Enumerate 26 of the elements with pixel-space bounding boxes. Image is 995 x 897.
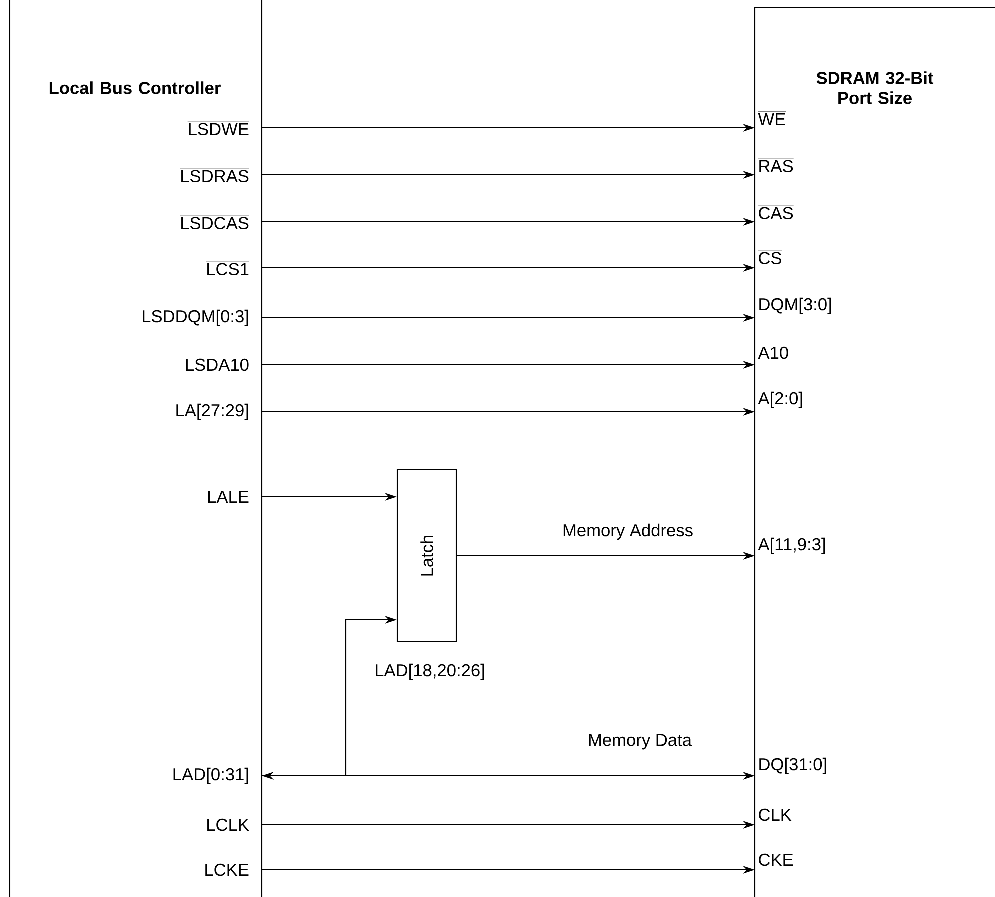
latch-box: Latch [396, 469, 458, 643]
pin-label: WE [758, 111, 786, 126]
pin-label: LSDWE [188, 121, 250, 136]
pin-label: LCLK [208, 818, 250, 832]
pin-label: CAS [758, 205, 794, 220]
pin-label: CS [758, 250, 783, 264]
edge-label: LAD[18,20:26] [372, 661, 488, 683]
pin-label: LSDRAS [180, 168, 250, 182]
pin-label: LALE [208, 491, 249, 503]
pin-label: LSDDQM[0:3] [143, 310, 248, 326]
pin-label: CKE [759, 854, 794, 866]
pin-label: LA[27:29] [176, 404, 248, 420]
pin-label: CLK [759, 808, 792, 822]
pin-label: LAD[0:31] [174, 768, 248, 784]
pin-label: A[11,9:3] [758, 538, 826, 554]
pin-label: LSDA10 [186, 358, 249, 372]
edge-label: Memory Data [585, 732, 695, 752]
pin-label: LCS1 [206, 261, 250, 276]
pin-label: LCKE [206, 864, 249, 876]
pin-label: DQM[3:0] [760, 298, 832, 314]
pin-label: DQ[31:0] [760, 758, 826, 774]
pin-label: RAS [758, 158, 794, 172]
pin-label: A10 [758, 346, 788, 360]
pin-label: LSDCAS [180, 215, 250, 230]
edge-label: Memory Address [560, 521, 696, 543]
pin-label: A[2:0] [758, 392, 802, 408]
